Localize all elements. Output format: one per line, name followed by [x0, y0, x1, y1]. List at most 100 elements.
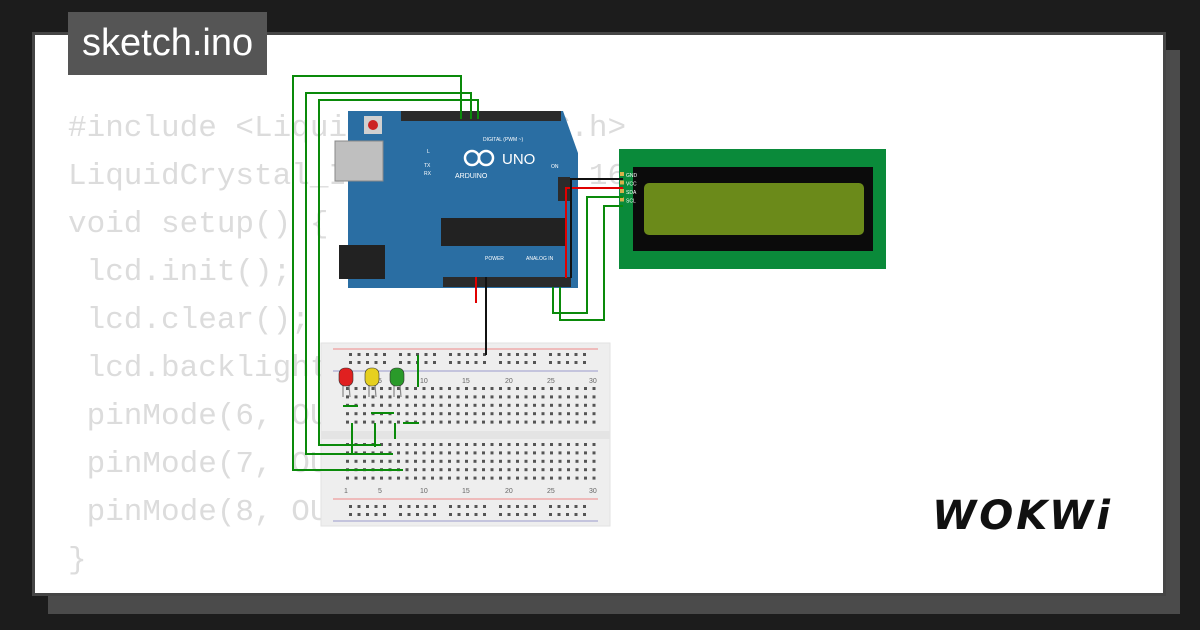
sketch-tab[interactable]: sketch.ino [68, 12, 268, 75]
breadboard-hole [490, 403, 494, 407]
breadboard-rail-hole [457, 361, 461, 364]
breadboard-hole [550, 387, 553, 390]
breadboard-hole [431, 451, 434, 455]
breadboard-hole [380, 395, 383, 399]
lcd-screen [644, 183, 864, 235]
breadboard-hole [422, 412, 426, 416]
code-line: lcd.clear(); [68, 303, 310, 338]
reset-button-cap [368, 120, 378, 130]
arduino-logo-loop [477, 149, 495, 167]
breadboard-rail-hole [399, 505, 402, 508]
breadboard-rail-hole [574, 505, 578, 508]
breadboard-hole [448, 443, 451, 446]
breadboard-rail-hole [416, 505, 419, 508]
breadboard-hole [363, 403, 366, 407]
breadboard-rail-hole [449, 513, 452, 516]
breadboard-hole [465, 443, 468, 446]
breadboard-hole [405, 403, 409, 407]
column-label: 15 [462, 488, 470, 495]
analog-label: ANALOG IN [526, 256, 554, 262]
breadboard-rail-hole [383, 505, 386, 508]
breadboard-hole [575, 476, 579, 480]
breadboard-hole [541, 451, 545, 455]
breadboard-hole [388, 395, 392, 399]
breadboard-hole [346, 459, 349, 463]
breadboard-hole [354, 451, 358, 455]
breadboard-hole [490, 459, 494, 463]
breadboard-rail-hole [366, 361, 369, 364]
breadboard-hole [575, 387, 579, 390]
breadboard-hole [482, 412, 485, 416]
breadboard-rail-hole [516, 361, 519, 364]
breadboard-rail-hole [383, 361, 386, 364]
breadboard-hole [439, 476, 443, 480]
breadboard-hole [414, 468, 417, 472]
column-label: 25 [547, 488, 555, 495]
breadboard-rail-hole [566, 353, 569, 356]
breadboard-hole [541, 403, 545, 407]
breadboard-rail-hole [366, 513, 369, 516]
breadboard-rail-hole [349, 353, 352, 356]
breadboard-rail-hole [466, 361, 469, 364]
breadboard-hole [465, 459, 468, 463]
led [389, 367, 405, 387]
breadboard-hole [371, 403, 375, 407]
column-label: 20 [505, 378, 513, 385]
breadboard-rail-hole [433, 361, 436, 364]
breadboard-hole [431, 476, 434, 480]
led-label: TX [424, 163, 431, 169]
breadboard-hole [456, 451, 460, 455]
breadboard-rail-hole [549, 505, 552, 508]
breadboard-rail-hole [457, 513, 461, 516]
breadboard-rail-hole [449, 353, 452, 356]
column-label: 10 [420, 378, 428, 385]
breadboard-hole [380, 420, 383, 424]
on-label: ON [551, 164, 559, 170]
breadboard-hole [558, 387, 562, 390]
project-card[interactable]: #include <LiquidCrystal_I2C.h>LiquidCrys… [32, 32, 1166, 596]
breadboard-hole [499, 395, 502, 399]
wokwi-logo[interactable]: WOKWi [932, 493, 1113, 539]
breadboard-hole [490, 476, 494, 480]
breadboard-hole [507, 420, 511, 424]
breadboard-hole [575, 395, 579, 399]
breadboard-hole [567, 387, 570, 390]
breadboard-hole [405, 443, 409, 446]
breadboard-hole [448, 451, 451, 455]
breadboard-hole [422, 395, 426, 399]
breadboard-rail-hole [566, 505, 569, 508]
breadboard-hole [456, 476, 460, 480]
breadboard-hole [516, 403, 519, 407]
breadboard-hole [439, 443, 443, 446]
breadboard-hole [414, 451, 417, 455]
breadboard-hole [558, 420, 562, 424]
breadboard-hole [405, 412, 409, 416]
breadboard-hole [592, 403, 596, 407]
breadboard-hole [490, 420, 494, 424]
breadboard-rail-hole [516, 505, 519, 508]
breadboard-rail-hole [449, 505, 452, 508]
breadboard-hole [575, 468, 579, 472]
breadboard-rail-hole [533, 513, 536, 516]
breadboard-hole [448, 468, 451, 472]
breadboard-rail-hole [407, 505, 411, 508]
breadboard-hole [473, 459, 477, 463]
breadboard-hole [541, 412, 545, 416]
column-label: 20 [505, 488, 513, 495]
breadboard-hole [541, 387, 545, 390]
breadboard-hole [380, 387, 383, 390]
breadboard-hole [448, 476, 451, 480]
breadboard-hole [465, 420, 468, 424]
breadboard-hole [558, 443, 562, 446]
breadboard-hole [499, 459, 502, 463]
breadboard-hole [550, 451, 553, 455]
breadboard-hole [371, 395, 375, 399]
breadboard-hole [431, 420, 434, 424]
column-label: 10 [420, 488, 428, 495]
breadboard-hole [431, 387, 434, 390]
breadboard-hole [482, 443, 485, 446]
code-line: } [68, 543, 87, 578]
breadboard-rail-hole [474, 505, 478, 508]
breadboard-hole [414, 387, 417, 390]
breadboard-hole [533, 403, 536, 407]
